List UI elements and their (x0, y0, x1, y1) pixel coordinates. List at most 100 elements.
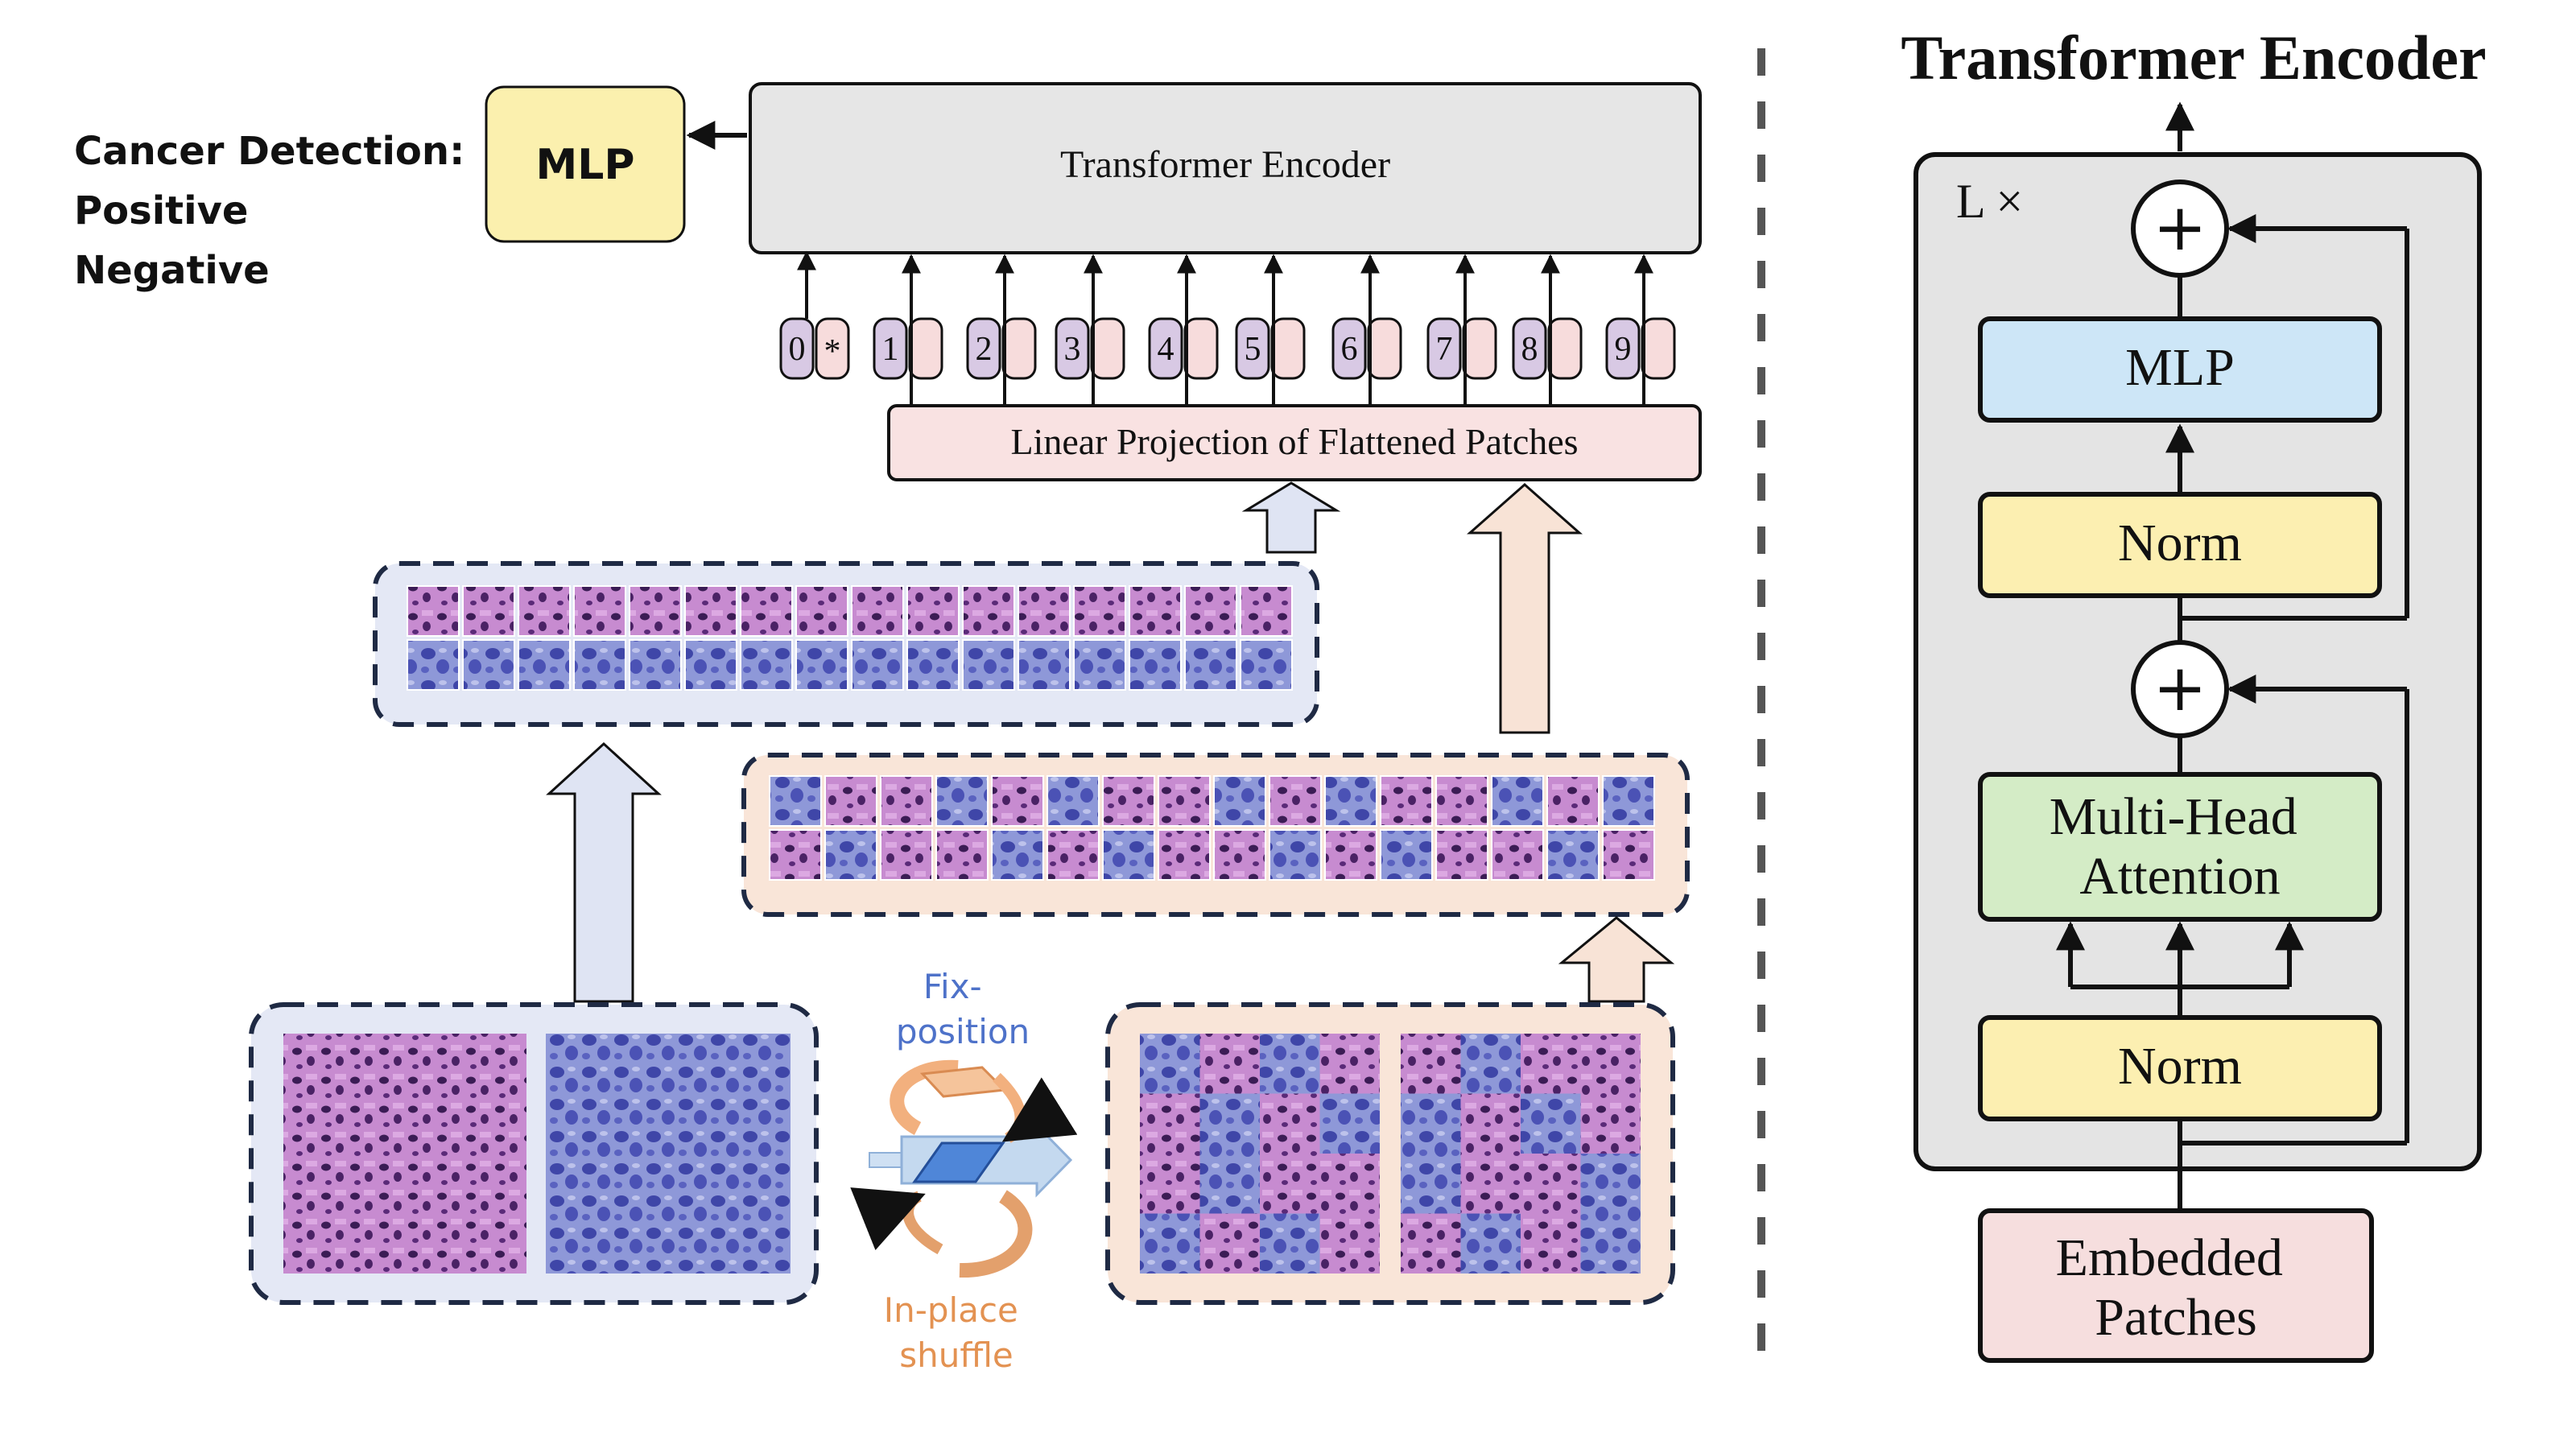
shuffled-patch (1199, 1093, 1260, 1154)
task-label: Cancer Detection: Positive Negative (74, 129, 464, 293)
shuffled-patch (1580, 1154, 1641, 1214)
token-position-number: 9 (1615, 331, 1632, 368)
token-position-cell (966, 317, 1001, 380)
image-patch (1435, 829, 1488, 881)
image-patch (407, 585, 460, 637)
image-patch (684, 585, 737, 637)
image-patch (1158, 775, 1211, 827)
blue-path-arrow-lower (546, 741, 662, 1003)
token-5: 5 (1235, 254, 1306, 406)
image-patch (518, 585, 571, 637)
image-patch (880, 775, 933, 827)
image-patch (769, 775, 822, 827)
image-patch (1324, 829, 1377, 881)
image-patch (851, 585, 904, 637)
token-embedding-cell (1367, 317, 1402, 380)
image-patch (573, 585, 626, 637)
image-patch (1213, 775, 1266, 827)
image-patch (1018, 639, 1071, 691)
shuffled-patch (1521, 1093, 1581, 1154)
attention-block (1978, 772, 2382, 922)
image-patch (795, 639, 848, 691)
shuffled-patch (1401, 1213, 1461, 1274)
image-patch (1046, 829, 1100, 881)
image-patch (1324, 775, 1377, 827)
image-patch (1546, 775, 1600, 827)
token-position-cell (1426, 317, 1462, 380)
blue-cytology-image (546, 1034, 791, 1274)
peach-patch-sequence (769, 775, 1655, 881)
residual-add-icon-top (2131, 180, 2229, 278)
image-patch (573, 639, 626, 691)
shuffled-patch (1580, 1093, 1641, 1154)
image-patch (906, 585, 960, 637)
token-position-number: 0 (789, 331, 806, 368)
token-position-number: 7 (1436, 331, 1453, 368)
shuffled-patch (1580, 1213, 1641, 1274)
mlp-head-box (485, 85, 686, 243)
token-7: 7 (1426, 254, 1497, 406)
token-position-cell (1605, 317, 1641, 380)
shuffled-patch (1401, 1093, 1461, 1154)
shuffled-patch (1199, 1154, 1260, 1214)
token-6: 6 (1331, 254, 1402, 406)
image-patch (1491, 829, 1544, 881)
shuffle-operation-icon (850, 1059, 1078, 1278)
shuffled-patch (1260, 1154, 1320, 1214)
token-embedding-cell (908, 317, 943, 380)
token-embedding-cell (1270, 317, 1306, 380)
image-patch (407, 639, 460, 691)
shuffled-patch (1460, 1154, 1521, 1214)
shuffled-patch (1140, 1034, 1200, 1094)
shuffled-patch (1460, 1093, 1521, 1154)
shuffled-patch (1580, 1034, 1641, 1094)
shuffled-patch (1260, 1213, 1320, 1274)
residual-add-icon-bottom (2131, 640, 2229, 738)
image-patch (518, 639, 571, 691)
image-patch (1129, 585, 1182, 637)
token-position-cell (1331, 317, 1367, 380)
shuffled-patch (1140, 1093, 1200, 1154)
shuffled-patch (1319, 1093, 1380, 1154)
image-patch (906, 639, 960, 691)
image-patch (1184, 639, 1237, 691)
pink-cytology-image (283, 1034, 526, 1274)
token-embedding-cell (1641, 317, 1676, 380)
image-patch (1158, 829, 1211, 881)
shuffled-patch (1319, 1034, 1380, 1094)
token-embedding-cell (1547, 317, 1583, 380)
embedded-patches-label: Embedded Patches (2056, 1228, 2297, 1347)
image-patch (851, 639, 904, 691)
shuffled-patch (1521, 1034, 1581, 1094)
token-position-number: 3 (1064, 331, 1081, 368)
token-embedding-cell (1001, 317, 1037, 380)
token-position-number: 6 (1341, 331, 1358, 368)
token-8: 8 (1512, 254, 1583, 406)
image-patch (1546, 829, 1600, 881)
token-position-cell (873, 317, 908, 380)
image-patch (880, 829, 933, 881)
image-patch (740, 639, 793, 691)
image-patch (740, 585, 793, 637)
image-patch (1269, 775, 1322, 827)
image-patch (1602, 775, 1655, 827)
image-patch (1602, 829, 1655, 881)
encoder-box (749, 82, 1702, 254)
image-patch (1073, 585, 1126, 637)
token-0: 0* (779, 250, 850, 380)
embedded-patches-block (1978, 1208, 2374, 1363)
mlp-block-label: MLP (2125, 338, 2235, 397)
image-patch (962, 585, 1015, 637)
task-title: Cancer Detection: (74, 129, 464, 174)
token-position-cell (1512, 317, 1547, 380)
token-position-number: 4 (1158, 331, 1174, 368)
token-position-number: 2 (976, 331, 993, 368)
image-patch (1240, 639, 1293, 691)
image-patch (991, 775, 1044, 827)
token-position-cell (779, 317, 815, 380)
shuffled-patch (1460, 1213, 1521, 1274)
shuffled-patch (1199, 1213, 1260, 1274)
token-embedding-cell (1183, 317, 1219, 380)
norm-block-upper (1978, 492, 2382, 598)
